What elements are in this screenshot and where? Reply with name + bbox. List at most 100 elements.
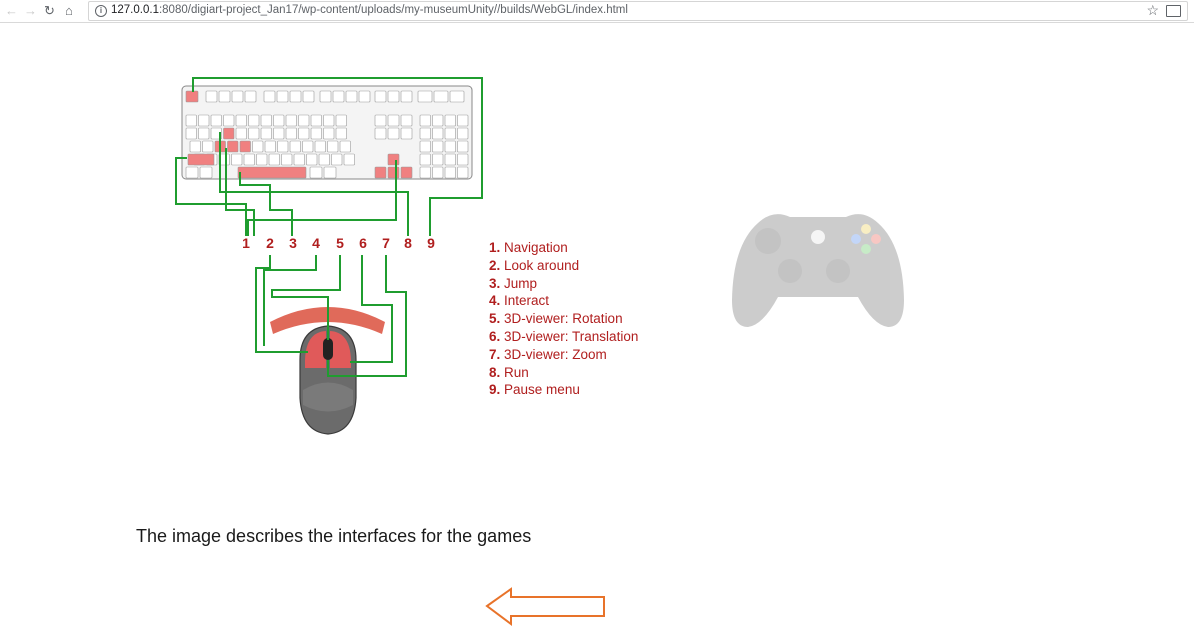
key [218, 90, 231, 103]
legend-item: 5. 3D-viewer: Rotation [489, 310, 638, 328]
key [345, 90, 358, 103]
info-icon[interactable]: i [95, 5, 107, 17]
key [400, 127, 413, 140]
callout-1: 1 [242, 235, 250, 251]
key [302, 90, 315, 103]
key [444, 166, 456, 179]
legend-item: 1. Navigation [489, 239, 638, 257]
highlighted-key [239, 140, 251, 153]
key [457, 114, 469, 127]
legend-label: Pause menu [504, 382, 580, 398]
left-arrow-icon[interactable] [485, 587, 607, 627]
highlighted-key [374, 166, 387, 179]
back-icon[interactable]: ← [5, 3, 18, 18]
highlighted-key [237, 166, 307, 179]
legend-number: 4. [489, 293, 501, 309]
legend-number: 8. [489, 364, 501, 380]
key [289, 90, 302, 103]
key [244, 90, 257, 103]
legend-item: 6. 3D-viewer: Translation [489, 328, 638, 346]
key [318, 153, 330, 166]
key [343, 153, 355, 166]
highlighted-key [387, 153, 400, 166]
connector-wires [175, 77, 483, 377]
callout-4: 4 [312, 235, 320, 251]
key [260, 114, 272, 127]
key [444, 140, 456, 153]
key [323, 127, 335, 140]
url-text[interactable]: 127.0.0.1:8080/digiart-project_Jan17/wp-… [111, 4, 628, 16]
key [248, 114, 260, 127]
legend-item: 4. Interact [489, 292, 638, 310]
key [189, 140, 201, 153]
key [449, 90, 465, 103]
key [198, 127, 210, 140]
key [268, 153, 280, 166]
callout-9: 9 [427, 235, 435, 251]
home-icon[interactable]: ⌂ [65, 3, 73, 18]
reload-icon[interactable]: ↻ [44, 3, 55, 18]
key [374, 127, 387, 140]
key [335, 114, 347, 127]
key [314, 140, 326, 153]
controls-legend: 1. Navigation 2. Look around 3. Jump 4. … [489, 239, 638, 399]
star-icon[interactable]: ☆ [1146, 2, 1159, 18]
key [432, 127, 444, 140]
key [309, 166, 323, 179]
key [419, 127, 431, 140]
legend-number: 2. [489, 257, 501, 273]
callout-6: 6 [359, 235, 367, 251]
highlighted-key [185, 90, 199, 103]
highlighted-key [400, 166, 413, 179]
key [419, 140, 431, 153]
legend-label: Interact [504, 293, 550, 309]
key [252, 140, 264, 153]
key [293, 153, 305, 166]
key [210, 114, 222, 127]
mouse-image [270, 307, 385, 435]
key [231, 90, 244, 103]
key [256, 153, 268, 166]
key [433, 90, 449, 103]
key [198, 114, 210, 127]
key [323, 114, 335, 127]
key [432, 140, 444, 153]
url-host: 127.0.0.1 [111, 4, 159, 16]
legend-label: Look around [504, 257, 580, 273]
key [235, 114, 247, 127]
key [387, 127, 400, 140]
callout-5: 5 [336, 235, 344, 251]
key [457, 166, 469, 179]
key [335, 127, 347, 140]
callout-2: 2 [266, 235, 274, 251]
gamepad-image [732, 214, 904, 327]
key [332, 90, 345, 103]
key [289, 140, 301, 153]
key [273, 114, 285, 127]
key [432, 153, 444, 166]
legend-item: 7. 3D-viewer: Zoom [489, 346, 638, 364]
key [285, 127, 297, 140]
key [298, 114, 310, 127]
forward-icon[interactable]: → [24, 3, 37, 18]
key [243, 153, 255, 166]
key [432, 166, 444, 179]
key [281, 153, 293, 166]
key [444, 153, 456, 166]
address-bar[interactable]: i 127.0.0.1:8080/digiart-project_Jan17/w… [88, 1, 1188, 21]
key [235, 127, 247, 140]
key [202, 140, 214, 153]
key [276, 90, 289, 103]
key [327, 140, 339, 153]
key [374, 114, 387, 127]
key [306, 153, 318, 166]
legend-label: Run [504, 364, 529, 380]
cast-icon[interactable] [1166, 5, 1181, 17]
key [419, 114, 431, 127]
key [419, 153, 431, 166]
callout-8: 8 [404, 235, 412, 251]
key [387, 90, 400, 103]
key [457, 153, 469, 166]
key [263, 90, 276, 103]
key [323, 166, 337, 179]
